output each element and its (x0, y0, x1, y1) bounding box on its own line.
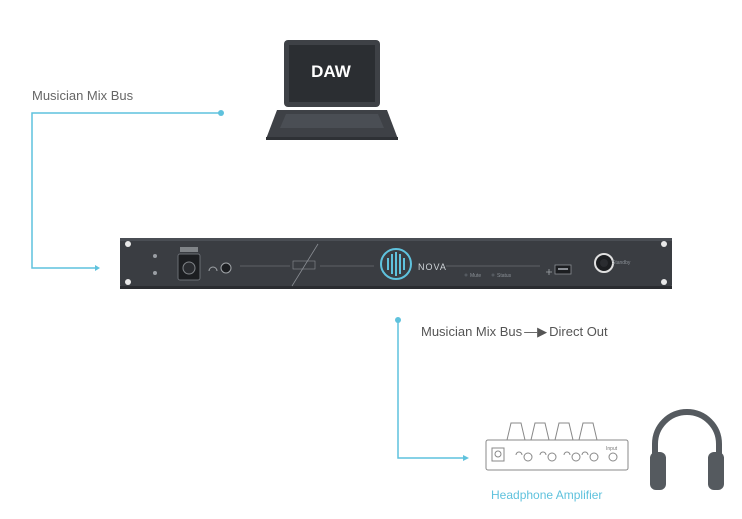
nova-logo-icon (380, 248, 412, 280)
direct-out-prefix: Musician Mix Bus (421, 324, 523, 339)
rack-led-status-label: Status (497, 273, 512, 279)
arrow-icon: —▶ (524, 324, 548, 339)
rack-unit-icon (120, 238, 672, 289)
connection-lines (31, 110, 469, 461)
direct-out-arrowhead (463, 455, 469, 461)
headphone-amplifier-label: Headphone Amplifier (491, 488, 603, 502)
mix-bus-arrowhead (95, 265, 100, 271)
musician-mix-bus-label: Musician Mix Bus (32, 88, 134, 103)
direct-out-suffix: Direct Out (549, 324, 608, 339)
rack-led-mute-label: Mute (470, 273, 482, 279)
laptop-icon (266, 40, 398, 140)
headphone-amplifier-icon (485, 422, 629, 471)
amp-input-label: Input (606, 446, 618, 452)
laptop-screen-text: DAW (311, 62, 351, 81)
direct-out-line (397, 320, 463, 459)
direct-out-start-dot (395, 317, 401, 323)
headphones-icon (650, 409, 724, 490)
rack-standby-label: Standby (612, 260, 631, 266)
mix-bus-line (31, 112, 221, 269)
headphone-jack-icon (208, 262, 232, 274)
direct-out-label: Musician Mix Bus—▶Direct Out (421, 324, 608, 340)
rack-device-name: NOVA (418, 262, 447, 272)
usb-icon (546, 264, 572, 275)
mix-bus-start-dot (218, 110, 224, 116)
